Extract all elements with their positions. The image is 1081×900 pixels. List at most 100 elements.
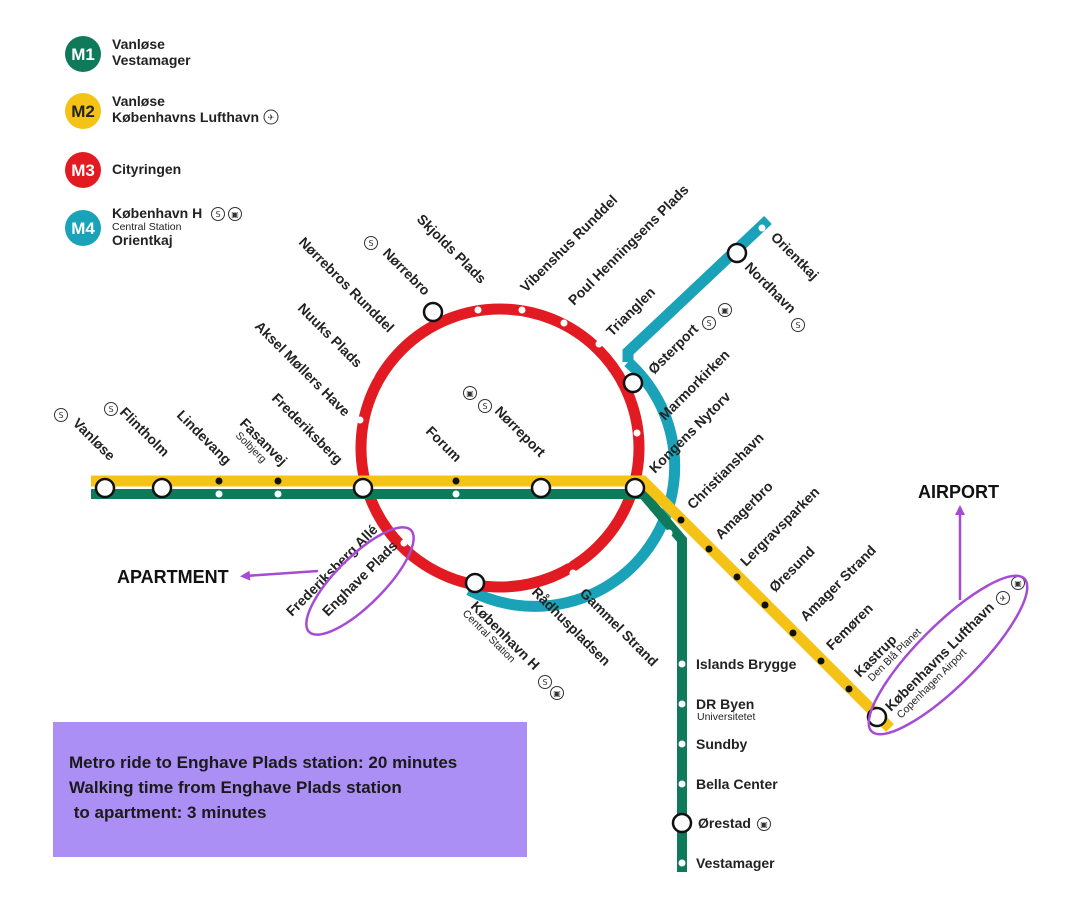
m4-line-arc — [466, 357, 681, 612]
annotations: APARTMENT AIRPORT — [117, 482, 1029, 736]
interchange-vanlose[interactable] — [94, 477, 116, 499]
station-dot — [393, 336, 401, 344]
station-dot — [678, 660, 686, 668]
station-dot — [452, 477, 460, 485]
travel-info-box: Metro ride to Enghave Plads station: 20 … — [53, 722, 527, 857]
m3-badge — [65, 152, 101, 188]
m4-badge — [65, 210, 101, 246]
svg-text:S: S — [58, 411, 63, 420]
station-dot — [595, 340, 603, 348]
svg-text:S: S — [542, 678, 547, 687]
apartment-label: APARTMENT — [117, 567, 229, 587]
apartment-arrow — [240, 569, 319, 581]
svg-text:✈: ✈ — [268, 113, 275, 122]
interchange-norreport[interactable] — [530, 477, 552, 499]
station-label-orientkaj: Orientkaj — [768, 229, 822, 283]
m4-badge-label: M4 — [71, 219, 95, 238]
s-train-icon: S — [211, 207, 225, 221]
station-label-nordhavn: Nordhavn — [742, 259, 800, 317]
airplane-icon: ✈ — [263, 109, 279, 125]
interchange-orestad[interactable] — [671, 812, 693, 834]
m3-legend-line1: Cityringen — [112, 161, 181, 177]
legend-m3: M3 Cityringen — [65, 152, 181, 188]
interchange-flintholm[interactable] — [151, 477, 173, 499]
airport-highlight-ellipse — [867, 574, 1029, 736]
station-dot — [678, 859, 686, 867]
station-label-norrebro: Nørrebro — [380, 245, 434, 299]
m3-badge-label: M3 — [71, 161, 95, 180]
station-dot — [678, 740, 686, 748]
airport-label: AIRPORT — [918, 482, 999, 502]
m4-line-north — [622, 215, 772, 362]
m3-ring-line — [355, 303, 645, 593]
svg-text:▣: ▣ — [721, 306, 729, 315]
svg-text:▣: ▣ — [760, 820, 768, 829]
station-dot — [817, 657, 825, 665]
station-label-flintholm: Flintholm — [117, 404, 173, 460]
station-dot — [452, 490, 460, 498]
station-dot — [789, 629, 797, 637]
station-label-vanlose: Vanløse — [70, 415, 119, 464]
svg-text:S: S — [108, 405, 113, 414]
train-icon: ▣ — [463, 386, 477, 400]
station-dot — [677, 516, 685, 524]
legend-m1: M1 Vanløse Vestamager — [65, 36, 191, 72]
m1-badge — [65, 36, 101, 72]
station-dot — [215, 490, 223, 498]
interchange-osterport[interactable] — [622, 372, 644, 394]
station-dot — [845, 685, 853, 693]
interchanges — [94, 242, 888, 834]
station-label-poul-henningsens-plads: Poul Henningsens Plads — [565, 181, 692, 308]
svg-text:▣: ▣ — [466, 389, 474, 398]
train-icon: ▣ — [718, 303, 732, 317]
airplane-icon: ✈ — [996, 591, 1010, 605]
station-dot — [474, 306, 482, 314]
train-icon: ▣ — [228, 207, 242, 221]
s-train-icon: S — [54, 408, 68, 422]
interchange-norrebro[interactable] — [422, 301, 444, 323]
station-label-femoren: Femøren — [823, 600, 876, 653]
legend: M1 Vanløse Vestamager M2 Vanløse Københa… — [65, 36, 279, 248]
station-dot — [633, 429, 641, 437]
m2-legend-line1: Vanløse — [112, 93, 165, 109]
station-dot — [523, 571, 531, 579]
station-label-dr-byen: DR Byen — [696, 696, 754, 712]
station-label-vibenshus-runddel: Vibenshus Runddel — [517, 192, 621, 296]
info-line-metro: Metro ride to Enghave Plads station: 20 … — [69, 753, 458, 772]
s-train-icon: S — [104, 402, 118, 416]
station-label-gammel-strand: Gammel Strand — [577, 585, 661, 669]
station-dot — [705, 545, 713, 553]
station-dots — [215, 224, 853, 867]
legend-m4: M4 København H Central Station Orientkaj… — [65, 205, 242, 248]
station-dot — [733, 573, 741, 581]
station-dot — [569, 569, 577, 577]
svg-text:S: S — [706, 319, 711, 328]
transfer-icons: S S S ▣ S S ▣ S S ▣ ▣ ✈ ▣ — [54, 236, 1025, 831]
svg-text:▣: ▣ — [231, 210, 239, 219]
station-dot — [563, 556, 571, 564]
enghave-highlight-ellipse — [305, 526, 415, 636]
station-dot — [665, 529, 673, 537]
svg-text:S: S — [368, 239, 373, 248]
interchange-kongens-nytorv[interactable] — [624, 477, 646, 499]
station-dot — [761, 601, 769, 609]
station-dot — [274, 477, 282, 485]
station-dot — [678, 780, 686, 788]
station-label-islands-brygge: Islands Brygge — [696, 656, 797, 672]
station-dot — [274, 490, 282, 498]
interchange-frederiksberg[interactable] — [352, 477, 374, 499]
m4-legend-line1: København H — [112, 205, 202, 221]
station-dot — [678, 700, 686, 708]
station-label-vestamager: Vestamager — [696, 855, 775, 871]
interchange-nordhavn[interactable] — [726, 242, 748, 264]
m2-legend-line2: Københavns Lufthavn — [112, 109, 259, 125]
station-label-oresund: Øresund — [766, 543, 818, 595]
interchange-kobenhavn-h[interactable] — [464, 572, 486, 594]
m4-legend-line2: Central Station — [112, 221, 182, 233]
station-dot — [215, 477, 223, 485]
svg-text:▣: ▣ — [553, 689, 561, 698]
station-dot — [400, 539, 408, 547]
s-train-icon: S — [538, 675, 552, 689]
svg-text:S: S — [795, 321, 800, 330]
